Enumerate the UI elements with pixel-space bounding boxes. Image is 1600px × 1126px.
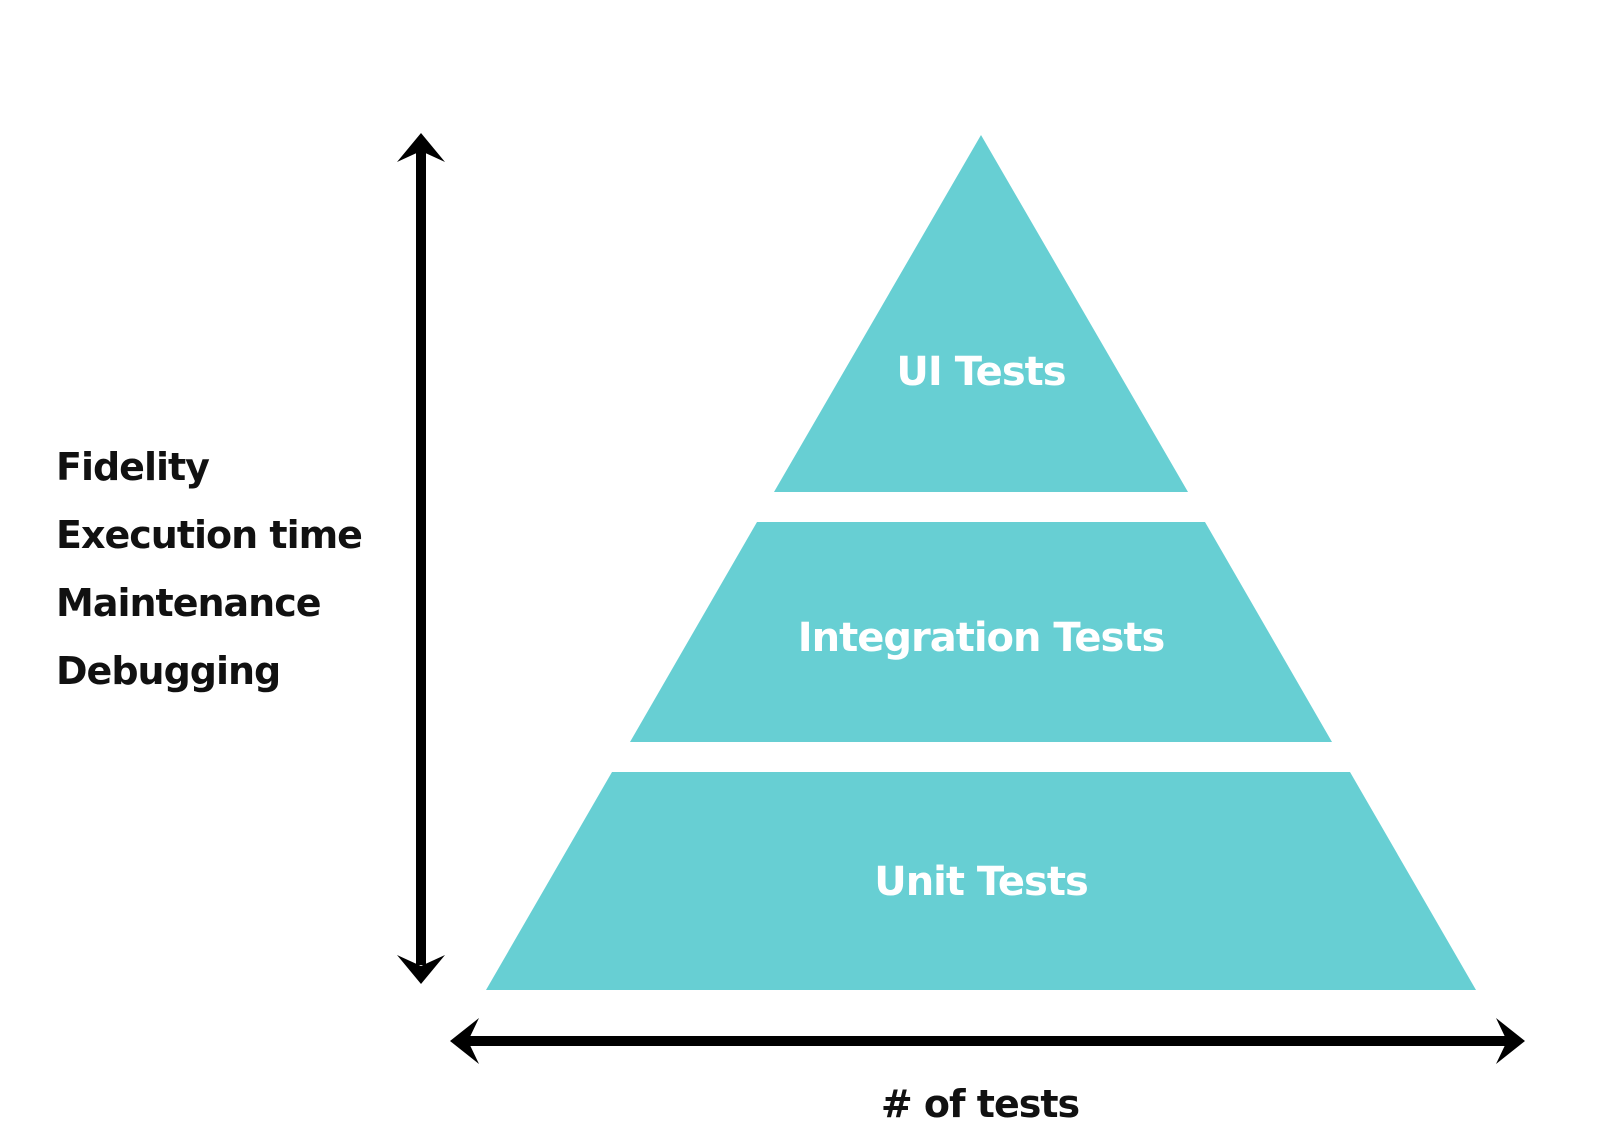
y-axis-label-execution-time: Execution time [56, 513, 363, 557]
y-axis-label-debugging: Debugging [56, 649, 281, 693]
horizontal-axis-arrowhead-left [450, 1018, 479, 1064]
y-axis-label-fidelity: Fidelity [56, 445, 210, 489]
pyramid-tier-ui [774, 135, 1188, 492]
vertical-axis-arrowhead-top [397, 133, 445, 162]
y-axis-label-maintenance: Maintenance [56, 581, 322, 625]
vertical-axis-arrowhead-bottom [397, 955, 445, 984]
tier-label-ui-tests: UI Tests [896, 349, 1066, 395]
x-axis-label: # of tests [880, 1082, 1080, 1126]
pyramid-tier-unit [486, 772, 1476, 990]
tier-label-unit-tests: Unit Tests [874, 859, 1089, 905]
horizontal-axis-arrowhead-right [1496, 1018, 1525, 1064]
pyramid-tier-integration [630, 522, 1332, 742]
tier-label-integration-tests: Integration Tests [797, 615, 1166, 661]
